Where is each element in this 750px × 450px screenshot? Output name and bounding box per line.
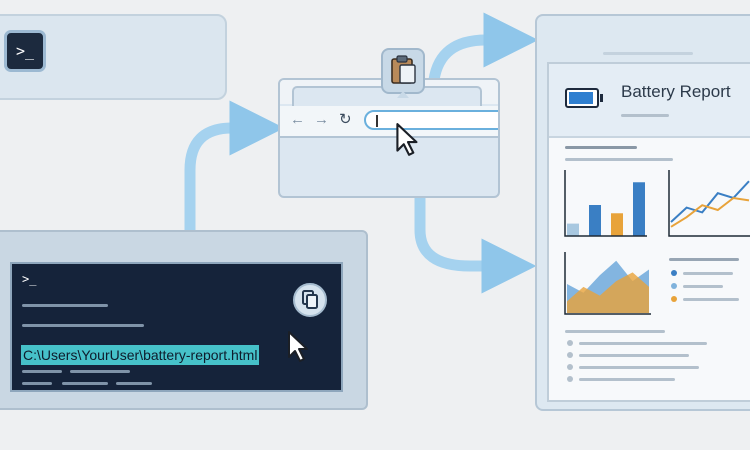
report-text-line: [579, 342, 707, 345]
chart-axis: [564, 252, 651, 315]
text-caret: [376, 115, 378, 127]
clipboard-icon[interactable]: [381, 48, 425, 98]
report-page: Battery Report: [547, 62, 750, 402]
bar: [589, 205, 601, 236]
terminal-screen[interactable]: >_ C:\Users\YourUser\battery-report.html: [10, 262, 343, 392]
bar: [567, 223, 579, 236]
terminal-output-line: [22, 382, 52, 385]
terminal-window: >_ C:\Users\YourUser\battery-report.html: [0, 230, 368, 410]
report-subtitle-line: [621, 114, 669, 117]
chart-axis: [668, 170, 750, 237]
report-text-line: [579, 354, 689, 357]
list-bullet: [567, 364, 573, 370]
forward-arrow-icon[interactable]: →: [314, 111, 329, 128]
legend-dot: [671, 296, 677, 302]
report-text-line: [683, 298, 739, 301]
terminal-output-line: [22, 304, 108, 307]
terminal-output-line: [62, 382, 108, 385]
report-text-line: [579, 378, 675, 381]
cursor-icon: [396, 123, 418, 156]
legend-dot: [671, 270, 677, 276]
refresh-icon[interactable]: ↻: [339, 111, 352, 128]
bar: [633, 182, 645, 236]
report-text-line: [565, 158, 673, 161]
terminal-output-line: [116, 382, 152, 385]
bar-chart: [564, 170, 647, 237]
list-bullet: [567, 352, 573, 358]
line-chart: [668, 170, 750, 237]
battery-level-fill: [569, 92, 593, 104]
battery-tip: [600, 94, 603, 102]
terminal-prompt: >_: [22, 272, 37, 286]
area-chart: [564, 252, 651, 315]
cursor-icon: [288, 331, 308, 362]
report-text-line: [683, 272, 733, 275]
terminal-output-line: [22, 324, 144, 327]
battery-icon: [565, 88, 599, 108]
arrow-terminal-to-browser: [184, 100, 285, 232]
terminal-icon[interactable]: >_: [4, 30, 46, 72]
report-text-line: [565, 330, 665, 333]
report-text-line: [565, 146, 637, 149]
arrow-browser-to-report-top: [428, 12, 539, 82]
line-series: [670, 180, 750, 223]
report-text-line: [683, 285, 723, 288]
report-title: Battery Report: [621, 82, 731, 101]
terminal-output-line: [70, 370, 130, 373]
address-bar[interactable]: [364, 110, 498, 130]
list-bullet: [567, 340, 573, 346]
launcher-prompt-symbol: >_: [15, 42, 35, 60]
browser-toolbar: ← → ↻: [280, 106, 498, 138]
legend-dot: [671, 283, 677, 289]
report-header: Battery Report: [549, 64, 750, 138]
line-series: [670, 196, 750, 228]
report-text-line: [579, 366, 699, 369]
selected-path-text[interactable]: C:\Users\YourUser\battery-report.html: [21, 345, 260, 365]
bar: [611, 213, 623, 236]
terminal-launcher-card[interactable]: >_: [0, 14, 227, 100]
area-series: [567, 272, 649, 313]
arrow-browser-to-report-bottom: [414, 198, 537, 294]
list-bullet: [567, 376, 573, 382]
report-text-line: [669, 258, 739, 261]
report-tab-line: [603, 52, 693, 55]
browser-window: ← → ↻: [278, 78, 500, 198]
copy-icon[interactable]: [293, 283, 327, 317]
terminal-output-line: [22, 370, 62, 373]
chart-axis: [564, 170, 647, 237]
back-arrow-icon[interactable]: ←: [290, 111, 305, 128]
report-window: Battery Report: [535, 14, 750, 411]
